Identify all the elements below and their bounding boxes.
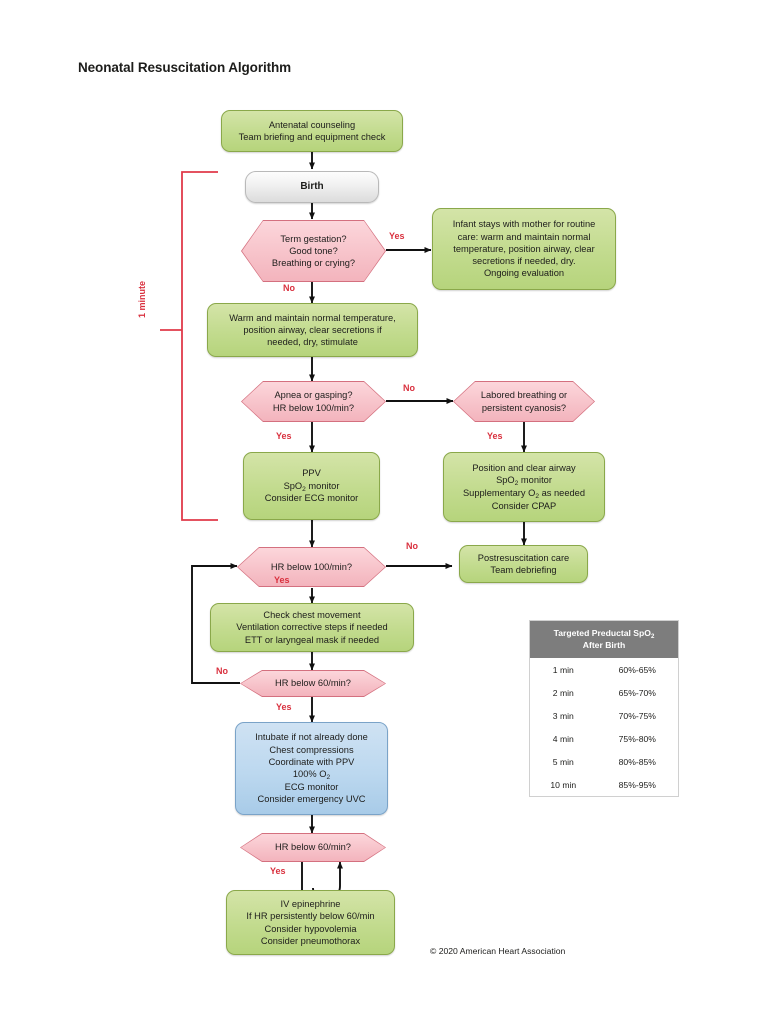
spo2-time-cell: 5 min: [552, 756, 574, 767]
edge-label-hr60a-yes: Yes: [276, 702, 292, 712]
decision-term-gestation-text: Term gestation?Good tone?Breathing or cr…: [271, 233, 356, 269]
decision-apnea-gasping[interactable]: Apnea or gasping?HR below 100/min?: [241, 381, 386, 422]
decision-term-gestation-face: [242, 221, 385, 281]
spo2-range-cell: 80%-85%: [618, 756, 656, 767]
edge-label-labored-yes: Yes: [487, 431, 503, 441]
edge-label-apnea-no: No: [403, 383, 415, 393]
bracket-label-one-minute: 1 minute: [137, 280, 147, 318]
spo2-range-cell: 60%-65%: [618, 664, 656, 675]
decision-term-gestation[interactable]: Term gestation?Good tone?Breathing or cr…: [241, 220, 386, 282]
spo2-range-cell: 70%-75%: [618, 710, 656, 721]
spo2-time-cell: 3 min: [552, 710, 574, 721]
spo2-table-row: 1 min 60%-65%: [530, 658, 678, 681]
edge-label-term-yes: Yes: [389, 231, 405, 241]
edge-label-hr60b-yes: Yes: [270, 866, 286, 876]
edge-label-hr60a-no: No: [216, 666, 228, 676]
node-warm-maintain[interactable]: Warm and maintain normal temperature,pos…: [207, 303, 418, 357]
spo2-time-cell: 10 min: [550, 779, 577, 790]
decision-hr-below-60-first[interactable]: HR below 60/min?: [240, 670, 386, 697]
spo2-table-row: 2 min 65%-70%: [530, 681, 678, 704]
spo2-table-row: 10 min 85%-95%: [530, 773, 678, 796]
decision-hr-below-60-second-face: [241, 834, 385, 861]
node-warm-maintain-text: Warm and maintain normal temperature,pos…: [229, 312, 396, 348]
node-birth[interactable]: Birth: [245, 171, 379, 203]
copyright-notice: © 2020 American Heart Association: [430, 946, 566, 956]
spo2-time-cell: 4 min: [552, 733, 574, 744]
spo2-range-cell: 85%-95%: [618, 779, 656, 790]
edge-label-hr100-yes: Yes: [274, 575, 290, 585]
decision-hr-below-100-face: [238, 548, 385, 586]
spo2-table-row: 4 min 75%-80%: [530, 727, 678, 750]
spo2-time-cell: 1 min: [552, 664, 574, 675]
edge-label-term-no: No: [283, 283, 295, 293]
node-birth-text: Birth: [300, 181, 324, 193]
spo2-table-body: 1 min 60%-65% 2 min 65%-70% 3 min 70%-75% 4 mi…: [530, 658, 678, 796]
decision-hr-below-60-first-text: HR below 60/min?: [275, 678, 351, 689]
edge-label-apnea-yes: Yes: [276, 431, 292, 441]
spo2-time-cell: 2 min: [552, 687, 574, 698]
decision-apnea-gasping-text: Apnea or gasping?HR below 100/min?: [272, 390, 355, 413]
decision-hr-below-100[interactable]: HR below 100/min?: [237, 547, 386, 587]
spo2-range-cell: 75%-80%: [618, 733, 656, 744]
spo2-range-cell: 65%-70%: [618, 687, 656, 698]
decision-hr-below-60-second[interactable]: HR below 60/min?: [240, 833, 386, 862]
spo2-table-row: 3 min 70%-75%: [530, 704, 678, 727]
decision-hr-below-60-first-face: [241, 671, 385, 696]
spo2-table-row: 5 min 80%-85%: [530, 750, 678, 773]
edge-label-hr100-no: No: [406, 541, 418, 551]
decision-hr-below-60-second-text: HR below 60/min?: [275, 842, 351, 853]
decision-hr-below-100-text: HR below 100/min?: [270, 561, 353, 572]
decision-apnea-gasping-face: [242, 382, 385, 421]
decision-labored-breathing-face: [454, 382, 594, 421]
page-title: Neonatal Resuscitation Algorithm: [78, 60, 292, 75]
